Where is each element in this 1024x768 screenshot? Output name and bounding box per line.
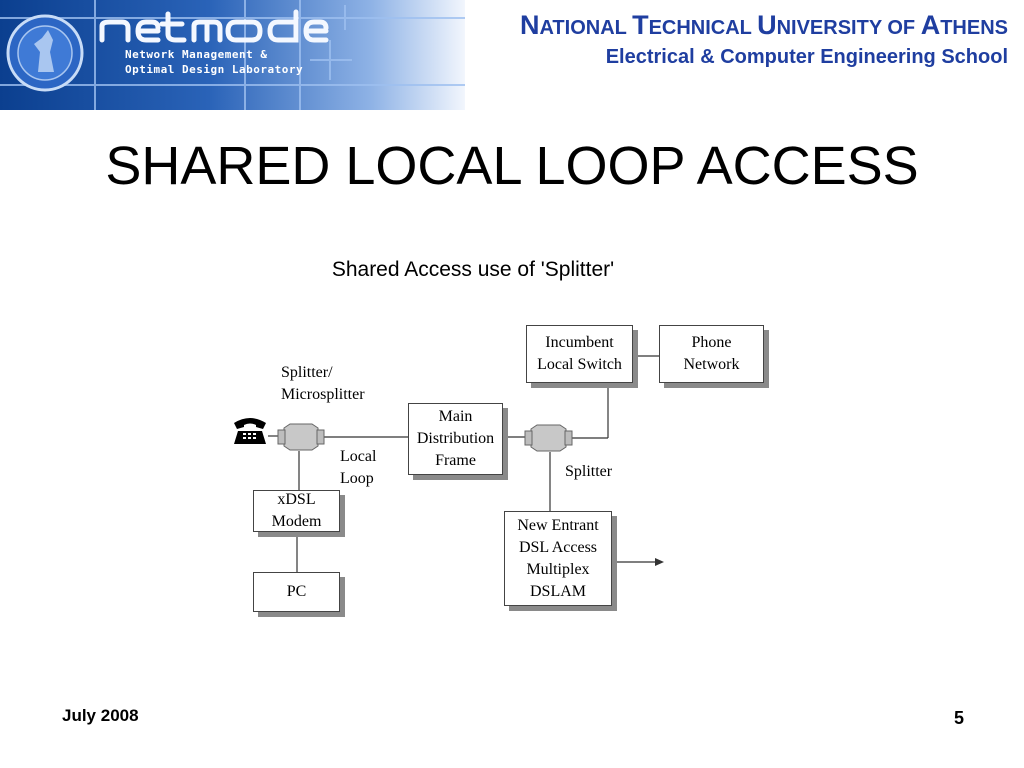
netmode-wordmark: [99, 9, 329, 43]
logo-line-1: Network Management &: [125, 48, 268, 61]
logo-subtitle: Network Management & Optimal Design Labo…: [125, 47, 303, 77]
logo-line-2: Optimal Design Laboratory: [125, 63, 304, 76]
telephone-icon: [234, 418, 266, 444]
slide-header: Network Management & Optimal Design Labo…: [0, 0, 1024, 110]
incumbent-local-switch-label: Incumbent Local Switch: [537, 334, 622, 373]
netmode-banner: Network Management & Optimal Design Labo…: [0, 0, 465, 110]
local-loop-label: Local Loop: [340, 448, 377, 487]
splitter-microsplitter-label: Splitter/ Microsplitter: [281, 364, 365, 403]
main-distribution-frame-label: Main Distribution Frame: [416, 408, 495, 469]
dslam-label: New Entrant DSL Access Multiplex DSLAM: [517, 516, 599, 600]
xdsl-modem-box: xDSL Modem: [253, 490, 340, 532]
splitter-icon: [524, 424, 573, 452]
school-name: Electrical & Computer Engineering School: [605, 46, 1008, 68]
arrow-right-icon: [655, 558, 664, 566]
xdsl-modem-label: xDSL Modem: [271, 491, 322, 530]
incumbent-local-switch-box: Incumbent Local Switch: [526, 325, 633, 383]
slide-subtitle: Shared Access use of 'Splitter': [331, 258, 615, 281]
pc-box: PC: [253, 572, 340, 612]
phone-network-box: Phone Network: [659, 325, 764, 383]
netmode-logo: [0, 0, 465, 110]
university-name: NATIONAL TECHNICAL UNIVERSITY OF ATHENS: [519, 10, 1008, 40]
slide-title: SHARED LOCAL LOOP ACCESS: [105, 136, 919, 196]
footer-date: July 2008: [62, 706, 139, 725]
pc-label: PC: [286, 583, 307, 600]
main-distribution-frame-box: Main Distribution Frame: [408, 403, 503, 475]
dslam-box: New Entrant DSL Access Multiplex DSLAM: [504, 511, 612, 606]
page-number: 5: [953, 708, 964, 728]
phone-network-label: Phone Network: [683, 334, 740, 373]
splitter-label: Splitter: [565, 463, 613, 480]
splitter-icon: [277, 423, 325, 451]
